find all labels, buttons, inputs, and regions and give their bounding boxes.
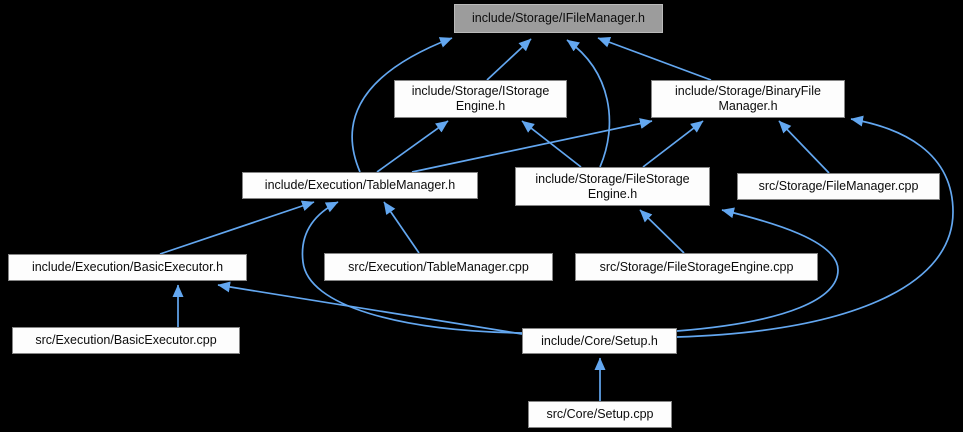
edge-tablemanager-to-binaryfilemanager: [411, 118, 653, 173]
edge-binaryfilemanager-to-ifilemanager: [597, 37, 712, 81]
edge-filestorageengine-to-binaryfilemanager: [642, 120, 704, 168]
node-include-core-setup-h[interactable]: include/Core/Setup.h: [522, 328, 677, 354]
edge-setup-to-filestorageengine: [676, 207, 839, 332]
node-include-storage-istorageengine-h[interactable]: include/Storage/IStorage Engine.h: [394, 80, 567, 118]
edge-basicexecutorh-to-tablemanager: [159, 200, 315, 255]
edge-filestorageenginecpp-to-filestorageengine: [639, 209, 685, 254]
node-include-storage-ifilemanager-h[interactable]: include/Storage/IFileManager.h: [454, 4, 663, 33]
edge-tablemanager-to-istorageengine: [376, 120, 449, 173]
node-src-storage-filemanager-cpp[interactable]: src/Storage/FileManager.cpp: [737, 173, 940, 200]
node-src-core-setup-cpp[interactable]: src/Core/Setup.cpp: [528, 401, 672, 428]
node-src-storage-filestorageengine-cpp[interactable]: src/Storage/FileStorageEngine.cpp: [575, 253, 818, 281]
edge-setup-to-binaryfilemanager: [676, 115, 954, 338]
edge-tablemanager-to-ifilemanager: [351, 37, 453, 173]
node-include-execution-basicexecutor-h[interactable]: include/Execution/BasicExecutor.h: [8, 254, 247, 281]
edge-filemanagercpp-to-binaryfilemanager: [778, 120, 830, 174]
edge-filestorageengine-to-ifilemanager: [566, 39, 611, 168]
node-include-storage-filestorageengine-h[interactable]: include/Storage/FileStorage Engine.h: [515, 167, 710, 206]
edge-setup-to-tablemanager: [301, 201, 523, 334]
node-include-storage-binaryfilemanager-h[interactable]: include/Storage/BinaryFile Manager.h: [651, 80, 845, 118]
node-src-execution-basicexecutor-cpp[interactable]: src/Execution/BasicExecutor.cpp: [12, 327, 240, 354]
edge-setup-to-basicexecutor: [217, 281, 523, 335]
node-include-execution-tablemanager-h[interactable]: include/Execution/TableManager.h: [242, 172, 478, 199]
edge-filestorageengine-to-istorageengine: [521, 120, 582, 168]
edge-tablemanagercpp-to-tablemanager: [383, 201, 420, 254]
node-src-execution-tablemanager-cpp[interactable]: src/Execution/TableManager.cpp: [324, 253, 553, 281]
edge-istorageengine-to-ifilemanager: [486, 38, 532, 81]
